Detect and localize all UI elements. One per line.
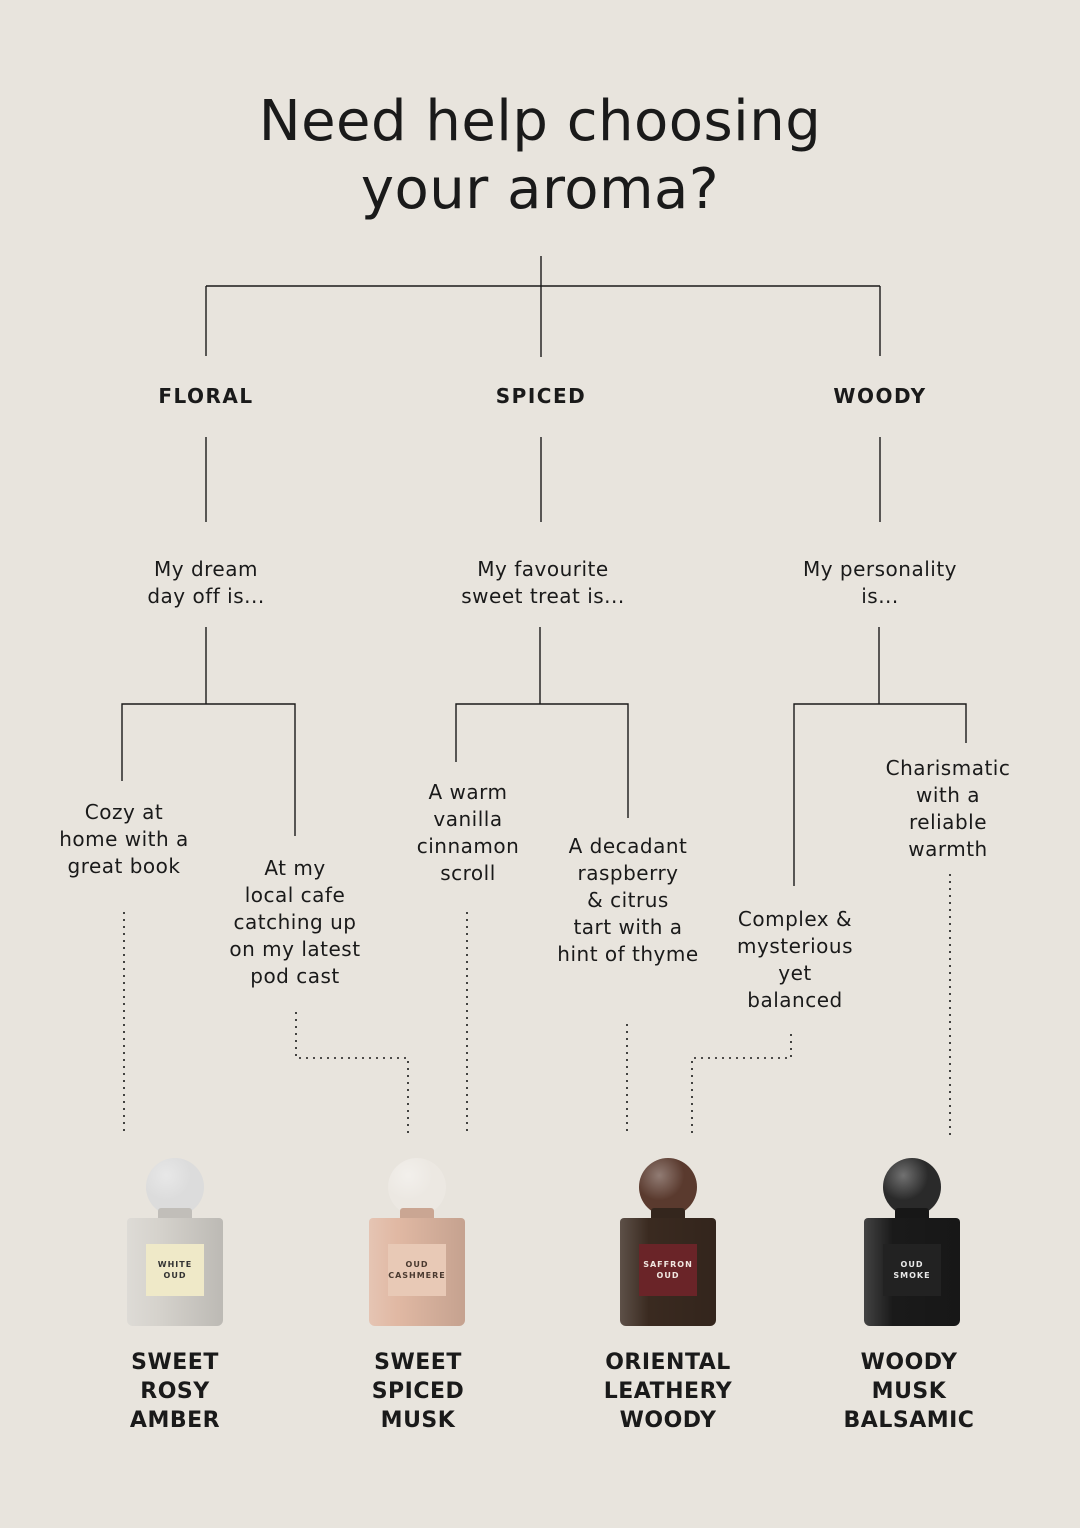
answer-raspberry-tart: A decadant raspberry & citrus tart with … xyxy=(557,834,699,966)
cap-2 xyxy=(388,1158,446,1216)
result-woody-musk-balsamic: WOODY MUSK BALSAMIC xyxy=(843,1350,975,1433)
cap-1 xyxy=(146,1158,204,1216)
answer-charismatic: Charismatic with a reliable warmth xyxy=(885,756,1011,861)
result-oriental-leathery-woody: ORIENTAL LEATHERY WOODY xyxy=(603,1350,733,1433)
product-white-oud: WHITE OUD xyxy=(115,1158,235,1328)
answer-local-cafe: At my local cafe catching up on my lates… xyxy=(229,856,361,988)
jar-1 xyxy=(127,1218,223,1326)
product-oud-smoke: OUD SMOKE xyxy=(852,1158,972,1328)
product-oud-cashmere: OUD CASHMERE xyxy=(357,1158,477,1328)
product-label-oud-smoke: OUD SMOKE xyxy=(883,1244,941,1296)
question-woody: My personality is... xyxy=(802,557,958,608)
product-label-oud-cashmere: OUD CASHMERE xyxy=(388,1244,446,1296)
page-title: Need help choosing your aroma? xyxy=(0,88,1080,224)
category-floral: FLORAL xyxy=(158,384,254,408)
product-label-saffron-oud: SAFFRON OUD xyxy=(639,1244,697,1296)
cap-3 xyxy=(639,1158,697,1216)
category-woody: WOODY xyxy=(833,384,927,408)
result-sweet-spiced-musk: SWEET SPICED MUSK xyxy=(371,1350,465,1433)
product-label-white-oud: WHITE OUD xyxy=(146,1244,204,1296)
category-spiced: SPICED xyxy=(495,384,587,408)
question-floral: My dream day off is... xyxy=(147,557,265,608)
title-line-1: Need help choosing xyxy=(258,89,822,154)
question-spiced: My favourite sweet treat is... xyxy=(461,557,625,608)
answer-vanilla-scroll: A warm vanilla cinnamon scroll xyxy=(416,780,520,885)
answer-cozy-at-home: Cozy at home with a great book xyxy=(59,800,189,878)
answer-complex-mysterious: Complex & mysterious yet balanced xyxy=(737,907,853,1012)
product-saffron-oud: SAFFRON OUD xyxy=(608,1158,728,1328)
cap-4 xyxy=(883,1158,941,1216)
result-sweet-rosy-amber: SWEET ROSY AMBER xyxy=(129,1350,221,1433)
title-line-2: your aroma? xyxy=(360,157,720,222)
